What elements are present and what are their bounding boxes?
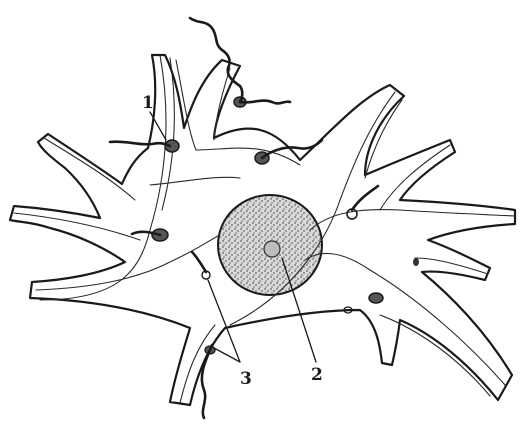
- label-fibrils: 3: [240, 369, 252, 389]
- synapse-knob: [413, 258, 419, 266]
- label-nucleus: 2: [311, 365, 323, 385]
- label-synapse: 1: [142, 93, 154, 113]
- synapse-knob: [369, 293, 383, 303]
- nucleolus: [264, 241, 280, 257]
